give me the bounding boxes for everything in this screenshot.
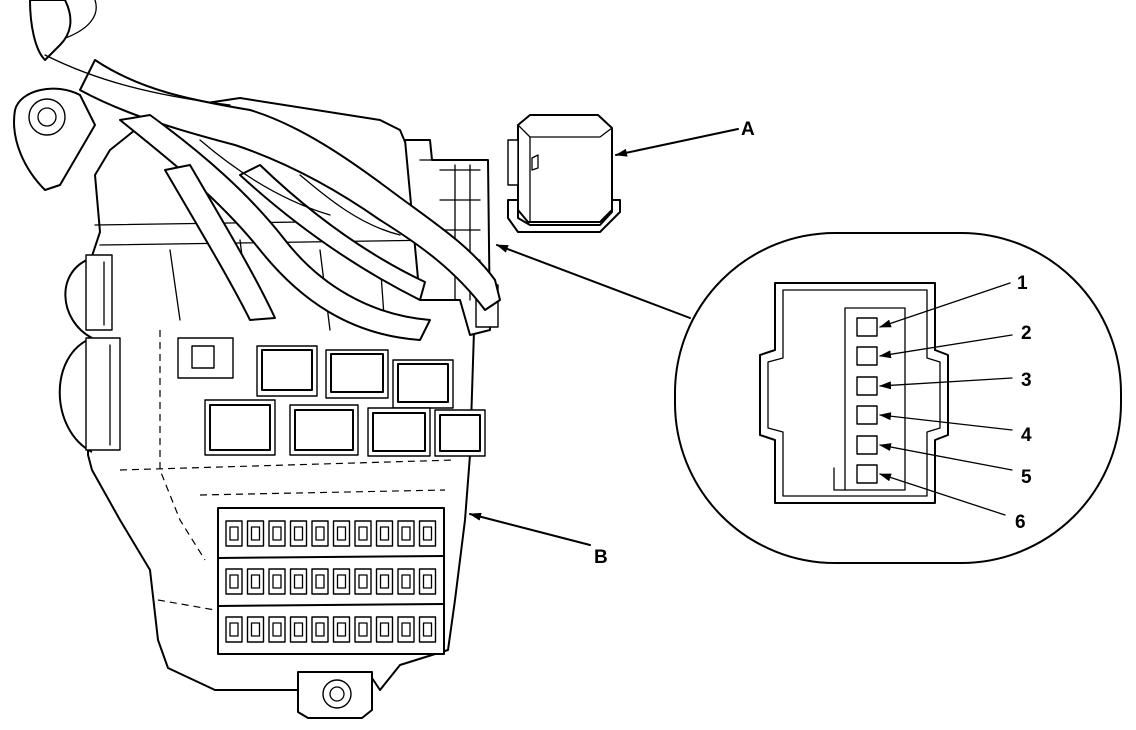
terminal-pin-1	[856, 317, 878, 337]
fuse	[225, 568, 243, 595]
terminal-leader-lines	[879, 282, 1013, 516]
fuse	[268, 616, 286, 643]
terminal-leader-3	[879, 377, 1013, 390]
terminal-pin-4	[856, 405, 878, 425]
terminal-leader-2	[879, 334, 1013, 359]
fuse	[246, 520, 265, 547]
fuse	[354, 520, 372, 547]
terminal-pin-6	[856, 464, 878, 484]
fuse	[354, 568, 372, 595]
terminal-leader-5	[879, 443, 1013, 471]
label-a: A	[741, 119, 755, 140]
fuse	[225, 520, 243, 547]
terminal-label-6: 6	[1015, 512, 1026, 533]
connector-detail-callout	[674, 232, 1122, 564]
label-b: B	[594, 547, 608, 568]
fuse	[289, 520, 308, 547]
terminal-label-1: 1	[1017, 273, 1028, 294]
leader-line-a	[615, 128, 739, 157]
terminal-pin-5	[856, 435, 878, 455]
terminal-leader-1	[879, 282, 1011, 328]
fuse	[268, 520, 286, 547]
terminal-leader-4	[879, 412, 1013, 431]
leader-line-b	[469, 512, 591, 546]
fuse	[397, 616, 415, 643]
relay-illustration	[507, 114, 621, 233]
fuse	[418, 568, 437, 595]
fuse	[311, 568, 329, 595]
fuse	[418, 520, 437, 547]
connector-terminal-pins	[856, 317, 878, 484]
fuse	[289, 568, 308, 595]
terminal-label-4: 4	[1021, 425, 1032, 446]
terminal-number-labels: 1 2 3 4 5 6	[1015, 273, 1032, 533]
fuse	[332, 520, 351, 547]
fuse	[246, 616, 265, 643]
terminal-label-5: 5	[1021, 467, 1032, 488]
terminal-leader-6	[879, 473, 1006, 516]
terminal-pin-3	[856, 376, 878, 396]
terminal-label-3: 3	[1021, 370, 1032, 391]
fuse	[289, 616, 308, 643]
fuse	[418, 616, 437, 643]
fuse	[311, 520, 329, 547]
fuse	[332, 616, 351, 643]
fuse-relay-box-illustration	[13, 0, 501, 719]
fuse	[332, 568, 351, 595]
fuse	[311, 616, 329, 643]
fuse	[375, 568, 394, 595]
terminal-label-2: 2	[1021, 323, 1032, 344]
terminal-pin-2	[856, 346, 878, 366]
callout-pointer-arrow	[496, 244, 691, 319]
fuse	[397, 520, 415, 547]
fuse	[354, 616, 372, 643]
fuse	[225, 616, 243, 643]
fuse	[375, 520, 394, 547]
fuse	[268, 568, 286, 595]
fuse	[375, 616, 394, 643]
fuse-rows	[225, 520, 437, 643]
fuse	[246, 568, 265, 595]
fuse	[397, 568, 415, 595]
